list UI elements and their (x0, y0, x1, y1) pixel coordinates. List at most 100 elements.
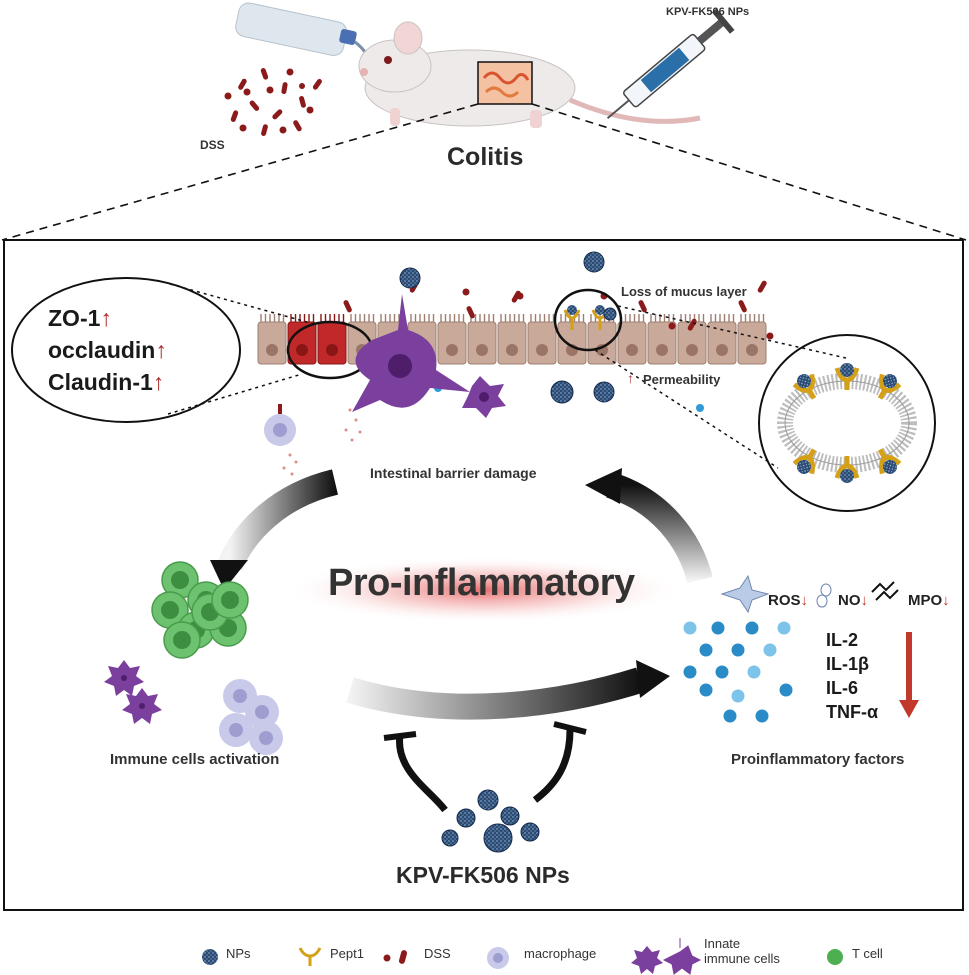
zoom-line-right (531, 103, 967, 241)
np-particle (593, 381, 615, 403)
dss-rod (638, 300, 647, 313)
legend-innate-icon-1 (631, 946, 663, 974)
pept1-transporter-zoom (877, 448, 902, 475)
water-bottle (235, 2, 374, 67)
innate-immune-cell-large (352, 294, 470, 412)
factor-dot (696, 404, 704, 412)
macrophage-nucleus (259, 731, 273, 745)
factor-dot (755, 709, 769, 723)
indicator-no-arrow: ↓ (860, 592, 869, 609)
tj-occlaudin: occlaudin↑ (48, 337, 167, 364)
factor-dot (777, 621, 791, 635)
innate-cells-left (104, 660, 162, 724)
macrophage-cluster (219, 679, 283, 755)
no-icon (816, 583, 832, 608)
factor-dot (723, 709, 737, 723)
arrow-barrier-to-immune (218, 469, 339, 571)
barrier-damage-label: Intestinal barrier damage (370, 465, 537, 481)
legend-nps: NPs (226, 946, 251, 961)
dss-rod (687, 318, 697, 331)
indicator-mpo-name: MPO (908, 592, 943, 609)
inhibition-right (532, 721, 587, 803)
dss-dot (516, 292, 524, 300)
legend-pept1: Pept1 (330, 946, 364, 961)
mouse (358, 21, 701, 128)
epithelial-cell (317, 314, 347, 365)
legend-icons (202, 938, 843, 975)
tj-zo1-name: ZO-1 (48, 305, 101, 331)
tj-claudin1-arrow: ↑ (152, 369, 165, 395)
dss-rod (757, 280, 767, 293)
factor-dot (699, 683, 713, 697)
np-particle (483, 823, 513, 853)
np-particle (456, 808, 476, 828)
mpo-icon (871, 581, 899, 601)
factor-dot (763, 643, 777, 657)
cytokine-il1b: IL-1β (826, 654, 869, 674)
innate-immune-cell-small (462, 376, 506, 418)
syringe-label: KPV-FK506 NPs (666, 6, 750, 18)
permeability-label: Permeability (643, 372, 721, 387)
inhibition-left (383, 731, 448, 813)
immune-activation-label: Immune cells activation (110, 751, 280, 768)
factor-dot (683, 665, 697, 679)
pept1-transporter-zoom (834, 456, 860, 483)
pept1-transporter-zoom (792, 373, 817, 400)
factor-dot (747, 665, 761, 679)
legend-tcell-icon (827, 949, 843, 965)
np-particle (550, 380, 574, 404)
macrophage-nucleus (233, 689, 247, 703)
legend-macrophage: macrophage (524, 946, 597, 961)
legend-innate-icon-2 (662, 938, 702, 975)
pept1-transporter-zoom (834, 363, 860, 390)
tj-claudin1: Claudin-1↑ (48, 369, 164, 396)
dss-dot (462, 288, 470, 296)
arrow-factors-to-barrier (605, 472, 713, 584)
cytokine-il6: IL-6 (826, 678, 859, 698)
epithelial-cell (257, 314, 287, 365)
arrowhead-immune (210, 560, 248, 590)
tj-occlaudin-name: occlaudin (48, 337, 156, 363)
np-cluster (441, 789, 540, 853)
np-particle (500, 806, 520, 826)
epithelial-cell (497, 314, 527, 365)
epithelial-cell (437, 314, 467, 365)
tj-zo1: ZO-1↑ (48, 305, 112, 332)
indicator-no: NO↓ (838, 592, 868, 609)
nanoparticles-lumen (399, 251, 704, 412)
np-particle (583, 251, 605, 273)
factor-dots (683, 621, 793, 723)
pro-inflammatory-title: Pro-inflammatory (328, 562, 635, 604)
indicator-ros-arrow: ↓ (800, 592, 809, 609)
proinflammatory-factors-label: Proinflammatory factors (731, 751, 905, 768)
pept1-transporter (563, 309, 581, 330)
indicator-mpo: MPO↓ (908, 592, 950, 609)
arrowhead-factors (636, 660, 670, 698)
np-particle (603, 307, 617, 321)
tight-junction-callout (11, 277, 374, 423)
factor-dot (745, 621, 759, 635)
epithelium (257, 280, 774, 365)
dss-rod (343, 300, 352, 313)
pept1-transporter-zoom (792, 448, 817, 475)
factor-dot (711, 621, 725, 635)
factor-dot (779, 683, 793, 697)
cytokine-down-arrow (906, 632, 912, 704)
tcell-cluster (151, 561, 249, 659)
epithelial-cell (707, 314, 737, 365)
np-particle (477, 789, 499, 811)
np-particle (595, 305, 605, 315)
indicator-mpo-arrow: ↓ (942, 592, 950, 609)
dss-rod (738, 300, 747, 313)
dss-dot (668, 322, 676, 330)
factor-dot (699, 643, 713, 657)
arrowhead-barrier (585, 468, 622, 504)
epithelial-cell (647, 314, 677, 365)
legend-dss: DSS (424, 946, 451, 961)
factor-dot (731, 643, 745, 657)
tj-occlaudin-arrow: ↑ (155, 337, 167, 363)
dss-particles (224, 68, 322, 137)
pept1-transporters (792, 363, 902, 483)
np-particle (520, 822, 540, 842)
epithelial-cell (467, 314, 497, 365)
